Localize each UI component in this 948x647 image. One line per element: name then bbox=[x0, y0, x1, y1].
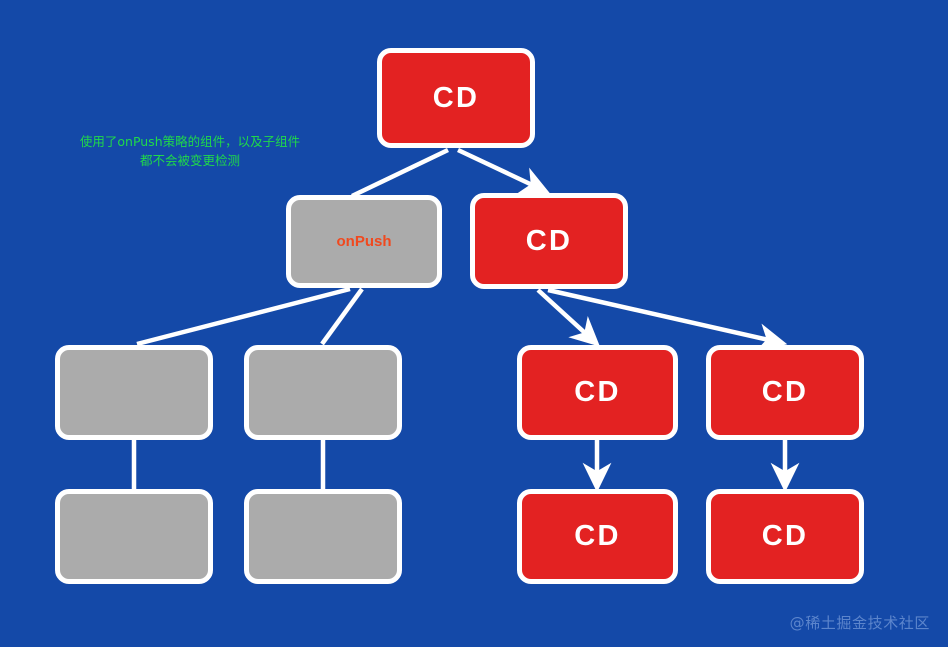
node-label-cd-l4b: CD bbox=[761, 520, 809, 552]
node-gray-l4a[interactable] bbox=[55, 489, 213, 584]
edge-cd-l2-to-l3a bbox=[536, 288, 600, 347]
edge-onpush-to-l3b bbox=[320, 287, 364, 346]
edges bbox=[131, 147, 800, 493]
edge-root-to-onpush bbox=[351, 147, 449, 199]
onpush-annotation-text: 使用了onPush策略的组件，以及子组件 都不会被变更检测 bbox=[79, 134, 301, 169]
node-label-root: CD bbox=[432, 81, 480, 114]
node-root[interactable]: CD bbox=[377, 48, 535, 148]
watermark-label: @稀土掘金技术社区 bbox=[789, 614, 930, 632]
node-cd-l3a[interactable]: CD bbox=[517, 345, 678, 440]
node-gray-l3a[interactable] bbox=[55, 345, 213, 440]
node-onpush[interactable]: onPush bbox=[286, 195, 442, 288]
node-cd-l4b[interactable]: CD bbox=[706, 489, 864, 584]
node-label-cd-l4a: CD bbox=[574, 520, 621, 552]
edge-root-to-cd-l2 bbox=[457, 147, 550, 194]
node-label-onpush: onPush bbox=[336, 233, 392, 250]
node-label-cd-l2: CD bbox=[525, 224, 573, 257]
node-label-cd-l3a: CD bbox=[574, 376, 621, 408]
node-cd-l2[interactable]: CD bbox=[470, 193, 628, 289]
edge-cd-l2-to-l3b bbox=[547, 287, 788, 352]
node-label-cd-l3b: CD bbox=[761, 376, 809, 408]
node-cd-l3b[interactable]: CD bbox=[706, 345, 864, 440]
edge-onpush-to-l3a bbox=[136, 286, 351, 347]
node-gray-l4b[interactable] bbox=[244, 489, 402, 584]
node-cd-l4a[interactable]: CD bbox=[517, 489, 678, 584]
node-gray-l3b[interactable] bbox=[244, 345, 402, 440]
